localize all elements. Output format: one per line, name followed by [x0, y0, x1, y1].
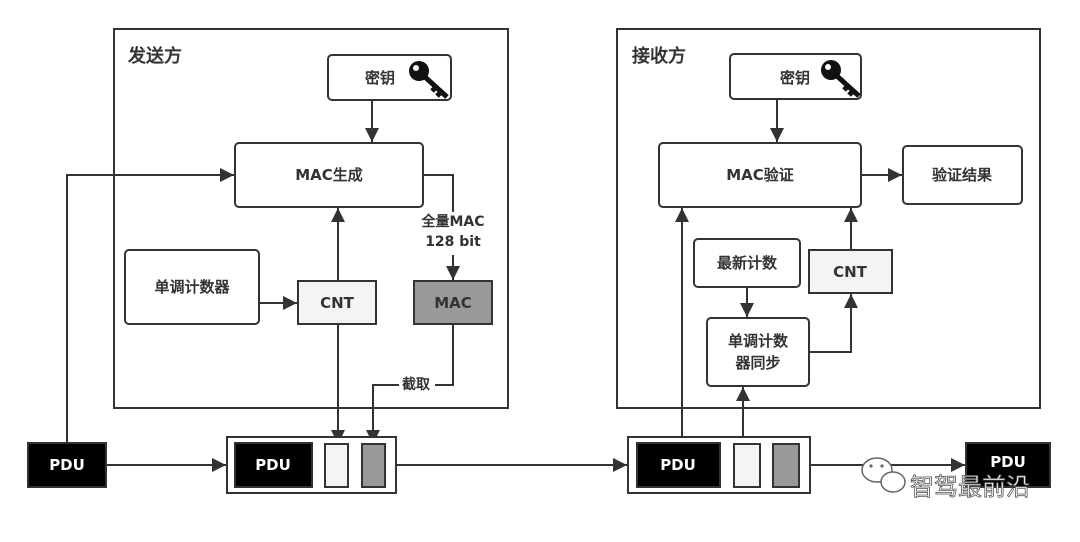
mac-generation-box: MAC生成 — [234, 142, 424, 208]
key-icon — [821, 60, 861, 98]
key-icon — [409, 61, 449, 99]
sender-mac-box: MAC — [413, 280, 493, 325]
monotonic-counter-box: 单调计数器 — [124, 249, 260, 325]
mac-generation-label: MAC生成 — [295, 166, 363, 184]
receiver-title: 接收方 — [632, 45, 686, 67]
full-mac-bits-label: 128 bit — [425, 234, 481, 250]
cnt-field — [324, 443, 349, 488]
sender-frame: 发送方 — [113, 28, 509, 409]
sender-packet: PDU — [226, 436, 397, 494]
receiver-cnt-box: CNT — [808, 249, 893, 294]
sender-key-box: 密钥 — [327, 54, 452, 101]
sender-cnt-box: CNT — [297, 280, 377, 325]
counter-sync-label-1: 单调计数 — [728, 332, 789, 350]
truncate-label: 截取 — [402, 376, 431, 393]
verify-result-box: 验证结果 — [902, 145, 1023, 205]
counter-sync-label-2: 器同步 — [734, 354, 780, 372]
latest-count-label: 最新计数 — [717, 254, 778, 272]
sender-mac-label: MAC — [434, 294, 472, 312]
receiver-packet: PDU — [627, 436, 811, 494]
counter-sync-box: 单调计数 器同步 — [706, 317, 810, 387]
wechat-icon — [861, 457, 906, 493]
monotonic-counter-label: 单调计数器 — [154, 278, 230, 296]
mac-field — [361, 443, 386, 488]
output-pdu: PDU — [965, 442, 1051, 488]
sender-packet-pdu-label: PDU — [255, 456, 291, 474]
watermark: 智驾最前沿 — [861, 457, 1030, 501]
receiver-packet-pdu-label: PDU — [660, 456, 696, 474]
input-pdu-label: PDU — [49, 456, 85, 474]
receiver-frame: 接收方 — [616, 28, 1041, 409]
mac-verify-box: MAC验证 — [658, 142, 862, 208]
mac-field — [772, 443, 800, 488]
output-pdu-label: PDU — [990, 453, 1026, 471]
input-pdu: PDU — [27, 442, 107, 488]
receiver-key-label: 密钥 — [780, 69, 810, 87]
receiver-key-box: 密钥 — [729, 53, 862, 100]
cnt-field — [733, 443, 761, 488]
full-mac-label: 全量MAC — [420, 213, 484, 230]
latest-count-box: 最新计数 — [693, 238, 801, 288]
watermark-text: 智驾最前沿 — [910, 473, 1030, 501]
receiver-cnt-label: CNT — [833, 263, 868, 281]
verify-result-label: 验证结果 — [932, 166, 993, 184]
sender-cnt-label: CNT — [320, 294, 355, 312]
sender-title: 发送方 — [127, 45, 182, 67]
mac-verify-label: MAC验证 — [726, 166, 794, 184]
sender-key-label: 密钥 — [365, 69, 395, 87]
